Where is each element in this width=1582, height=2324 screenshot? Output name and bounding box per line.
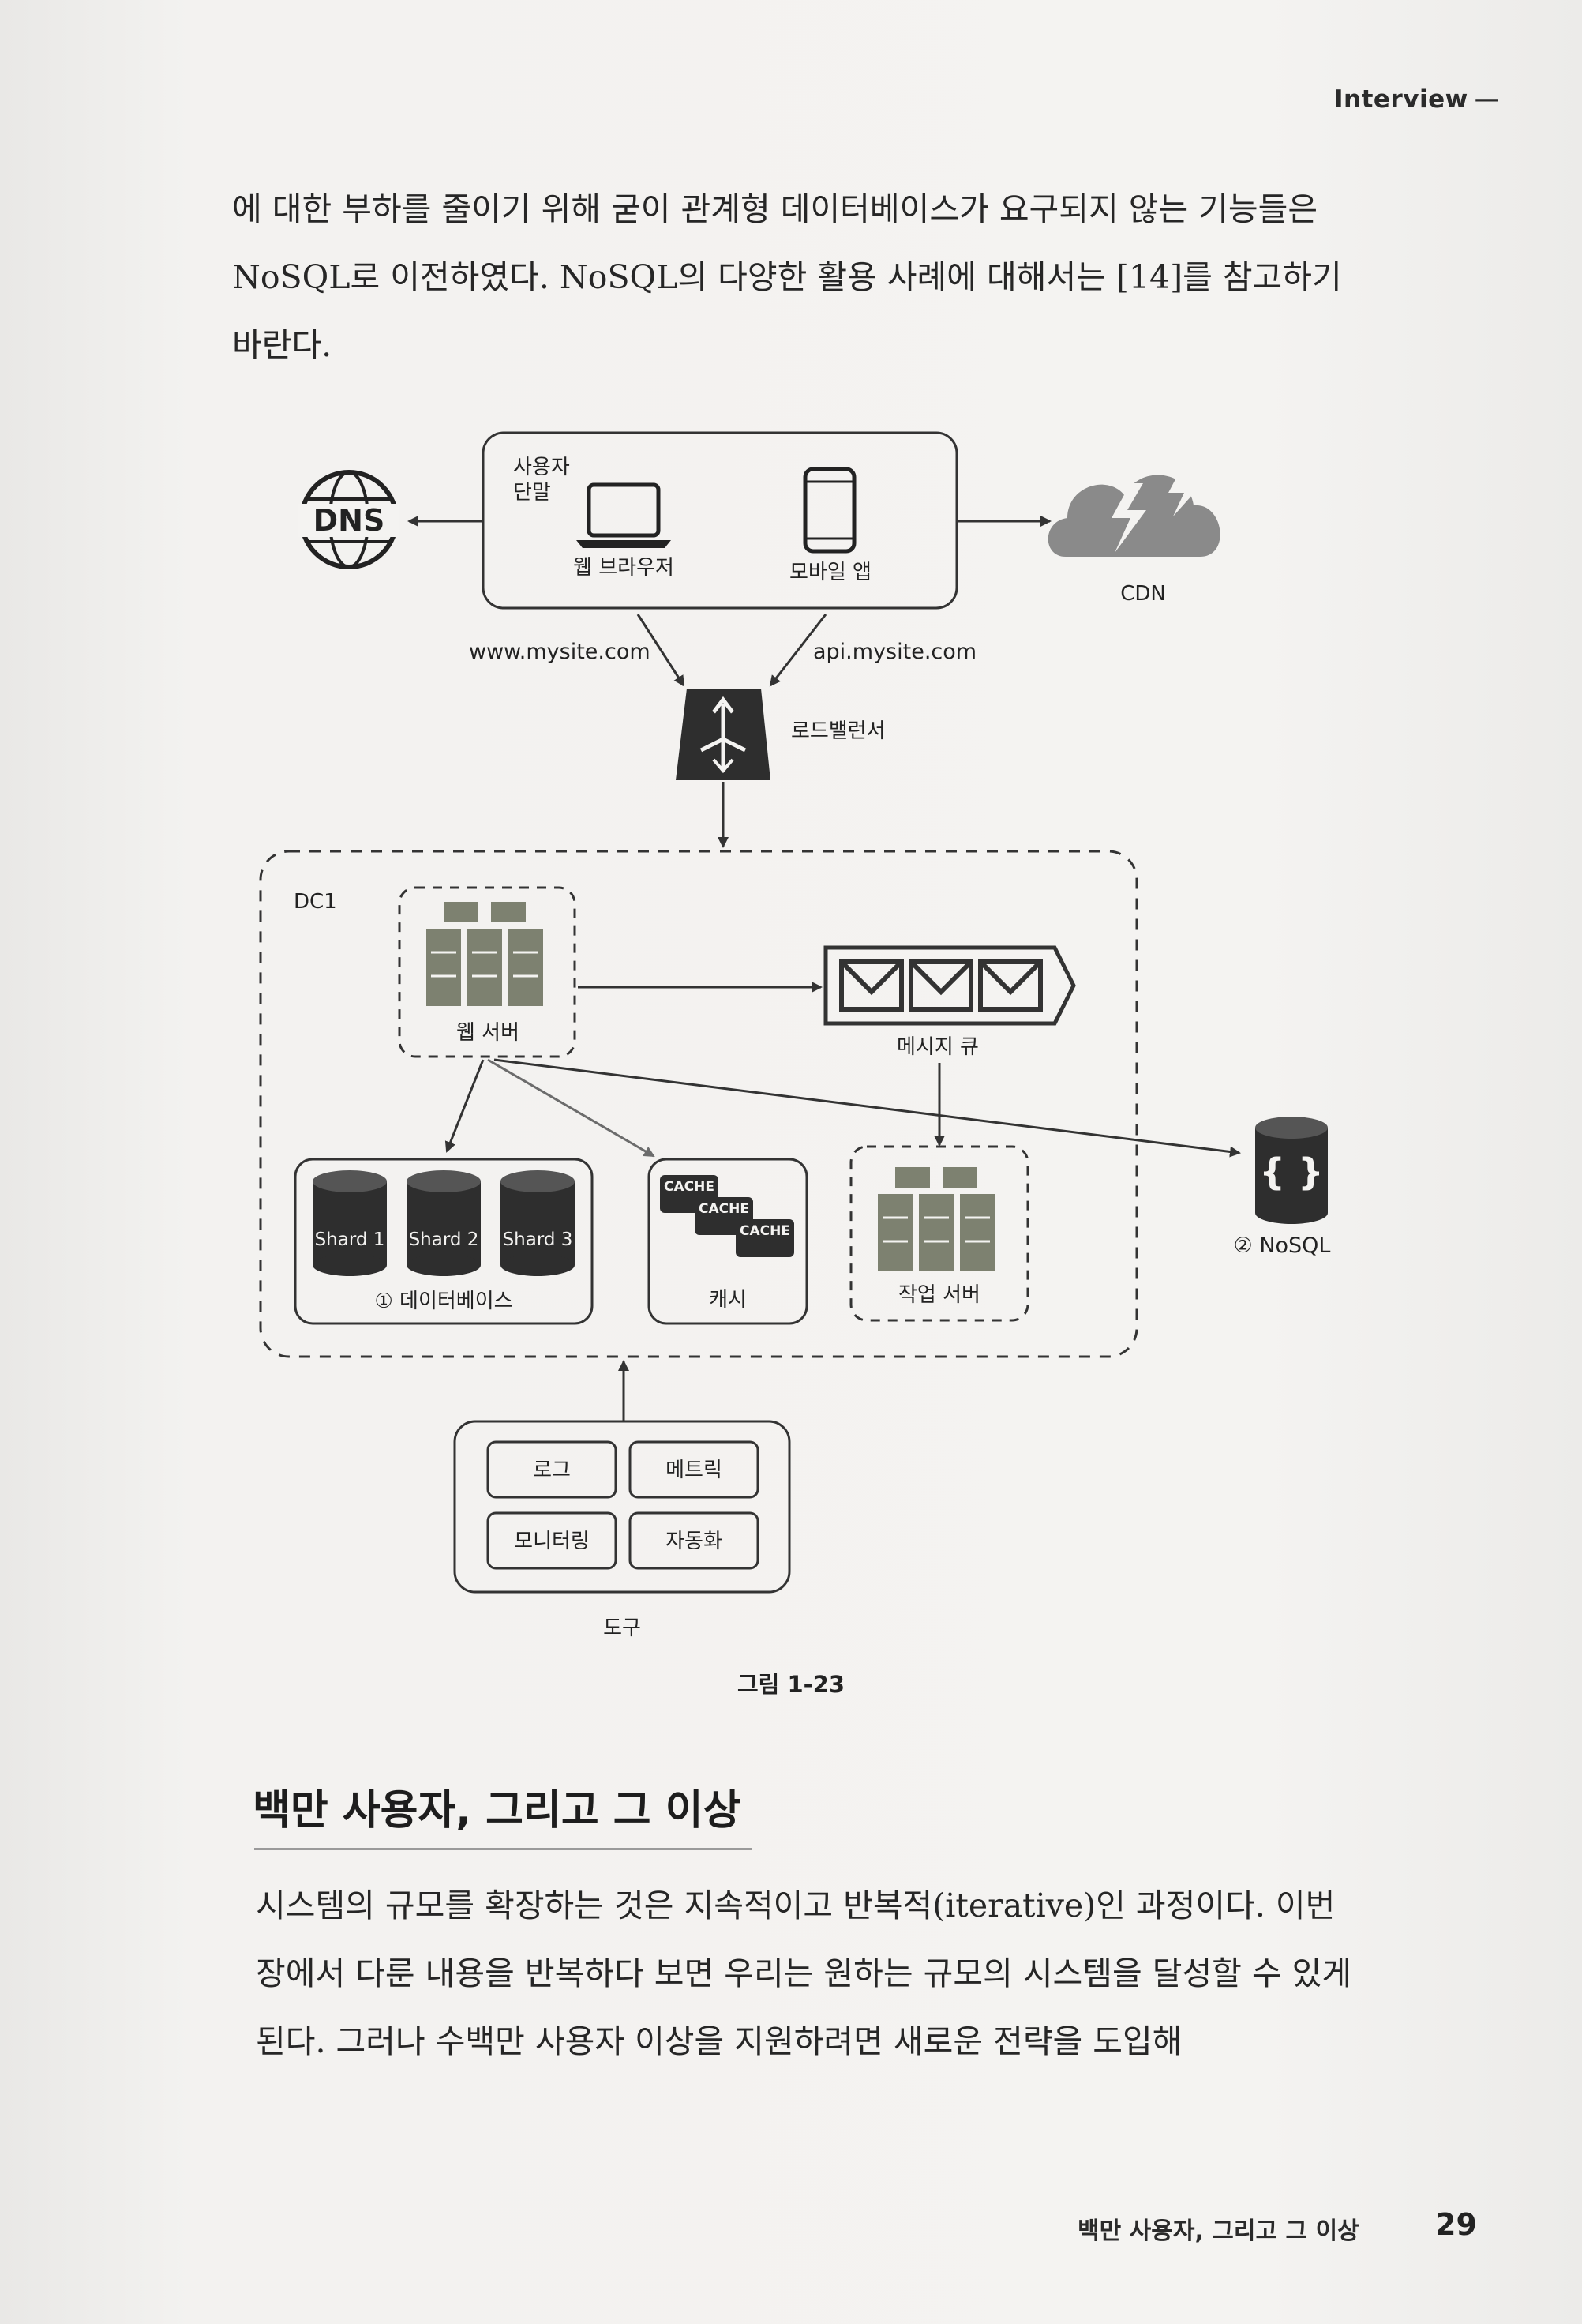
message-queue-label: 메시지 큐 (897, 1035, 979, 1059)
cache-icon: CACHE CACHE CACHE (660, 1175, 794, 1257)
web-server-icon (426, 902, 543, 1006)
load-balancer-label: 로드밸런서 (791, 719, 886, 743)
user-device-title: 사용자 (513, 456, 570, 479)
user-device-box: 사용자 단말 웹 브라우저 모바일 앱 (482, 431, 958, 610)
cdn-label: CDN (1120, 582, 1166, 606)
running-header: Interview— (1334, 85, 1499, 114)
cache-chip-label: CACHE (740, 1223, 790, 1239)
shard-3-db-icon: Shard 3 (500, 1170, 575, 1276)
database-label: ① 데이터베이스 (374, 1290, 512, 1313)
database-group: Shard 1 Shard 2 Shard 3 ① 데이터베이스 (294, 1158, 594, 1325)
web-browser-label: 웹 브라우저 (573, 556, 674, 580)
tool-item-log: 로그 (533, 1459, 571, 1482)
tool-item-monitoring: 모니터링 (514, 1530, 590, 1553)
worker-server-label: 작업 서버 (898, 1283, 980, 1307)
message-queue-group: 메시지 큐 (823, 945, 1076, 1059)
envelope-icon (839, 959, 904, 1012)
cache-chip-label: CACHE (699, 1201, 749, 1217)
shard-2-db-icon: Shard 2 (407, 1170, 481, 1276)
header-dash: — (1474, 85, 1500, 114)
web-server-label: 웹 서버 (456, 1021, 519, 1045)
section-title-underline (254, 1848, 752, 1850)
running-footer-title: 백만 사용자, 그리고 그 이상 (1078, 2217, 1359, 2245)
cache-group: CACHE CACHE CACHE 캐시 (647, 1158, 808, 1325)
body-paragraph: 시스템의 규모를 확장하는 것은 지속적이고 반복적(iterative)인 과… (256, 1887, 1352, 2060)
figure-caption: 그림 1-23 (737, 1671, 845, 1698)
envelope-icon (909, 959, 973, 1012)
phone-icon (803, 467, 857, 554)
shard-1-db-icon: Shard 1 (313, 1170, 387, 1276)
tools-group: 로그 메트릭 모니터링 자동화 (453, 1420, 791, 1594)
cache-chip-label: CACHE (664, 1179, 714, 1195)
laptop-icon (576, 482, 671, 548)
shard-label: Shard 1 (315, 1230, 385, 1250)
tool-item-automation: 자동화 (665, 1530, 722, 1553)
user-device-title-2: 단말 (513, 481, 551, 505)
web-domain-label: www.mysite.com (469, 640, 650, 664)
section-title: 백만 사용자, 그리고 그 이상 (253, 1787, 741, 1834)
intro-paragraph: 에 대한 부하를 줄이기 위해 굳이 관계형 데이터베이스가 요구되지 않는 기… (232, 190, 1342, 364)
shard-label: Shard 2 (409, 1230, 479, 1250)
tools-label: 도구 (603, 1616, 641, 1640)
worker-server-group: 작업 서버 (849, 1145, 1029, 1322)
dns-label: DNS (313, 503, 385, 538)
page-number: 29 (1435, 2207, 1477, 2242)
dc1-label: DC1 (294, 890, 337, 914)
shard-label: Shard 3 (503, 1230, 573, 1250)
nosql-db-icon: { } (1255, 1117, 1328, 1224)
tool-item-metric: 메트릭 (665, 1459, 722, 1482)
cache-label: 캐시 (709, 1288, 747, 1312)
mobile-app-label: 모바일 앱 (789, 561, 872, 584)
load-balancer-icon (676, 689, 770, 780)
dns-globe-icon: DNS (298, 470, 399, 569)
envelope-icon (978, 959, 1043, 1012)
nosql-label: ② NoSQL (1234, 1233, 1331, 1258)
worker-server-icon (878, 1167, 995, 1271)
web-server-group: 웹 서버 (398, 886, 576, 1058)
header-section: Interview (1334, 85, 1468, 114)
svg-text:{ }: { } (1259, 1151, 1324, 1193)
api-domain-label: api.mysite.com (813, 640, 977, 664)
dc1-region (259, 850, 1138, 1358)
cdn-cloud-icon (1048, 466, 1220, 557)
